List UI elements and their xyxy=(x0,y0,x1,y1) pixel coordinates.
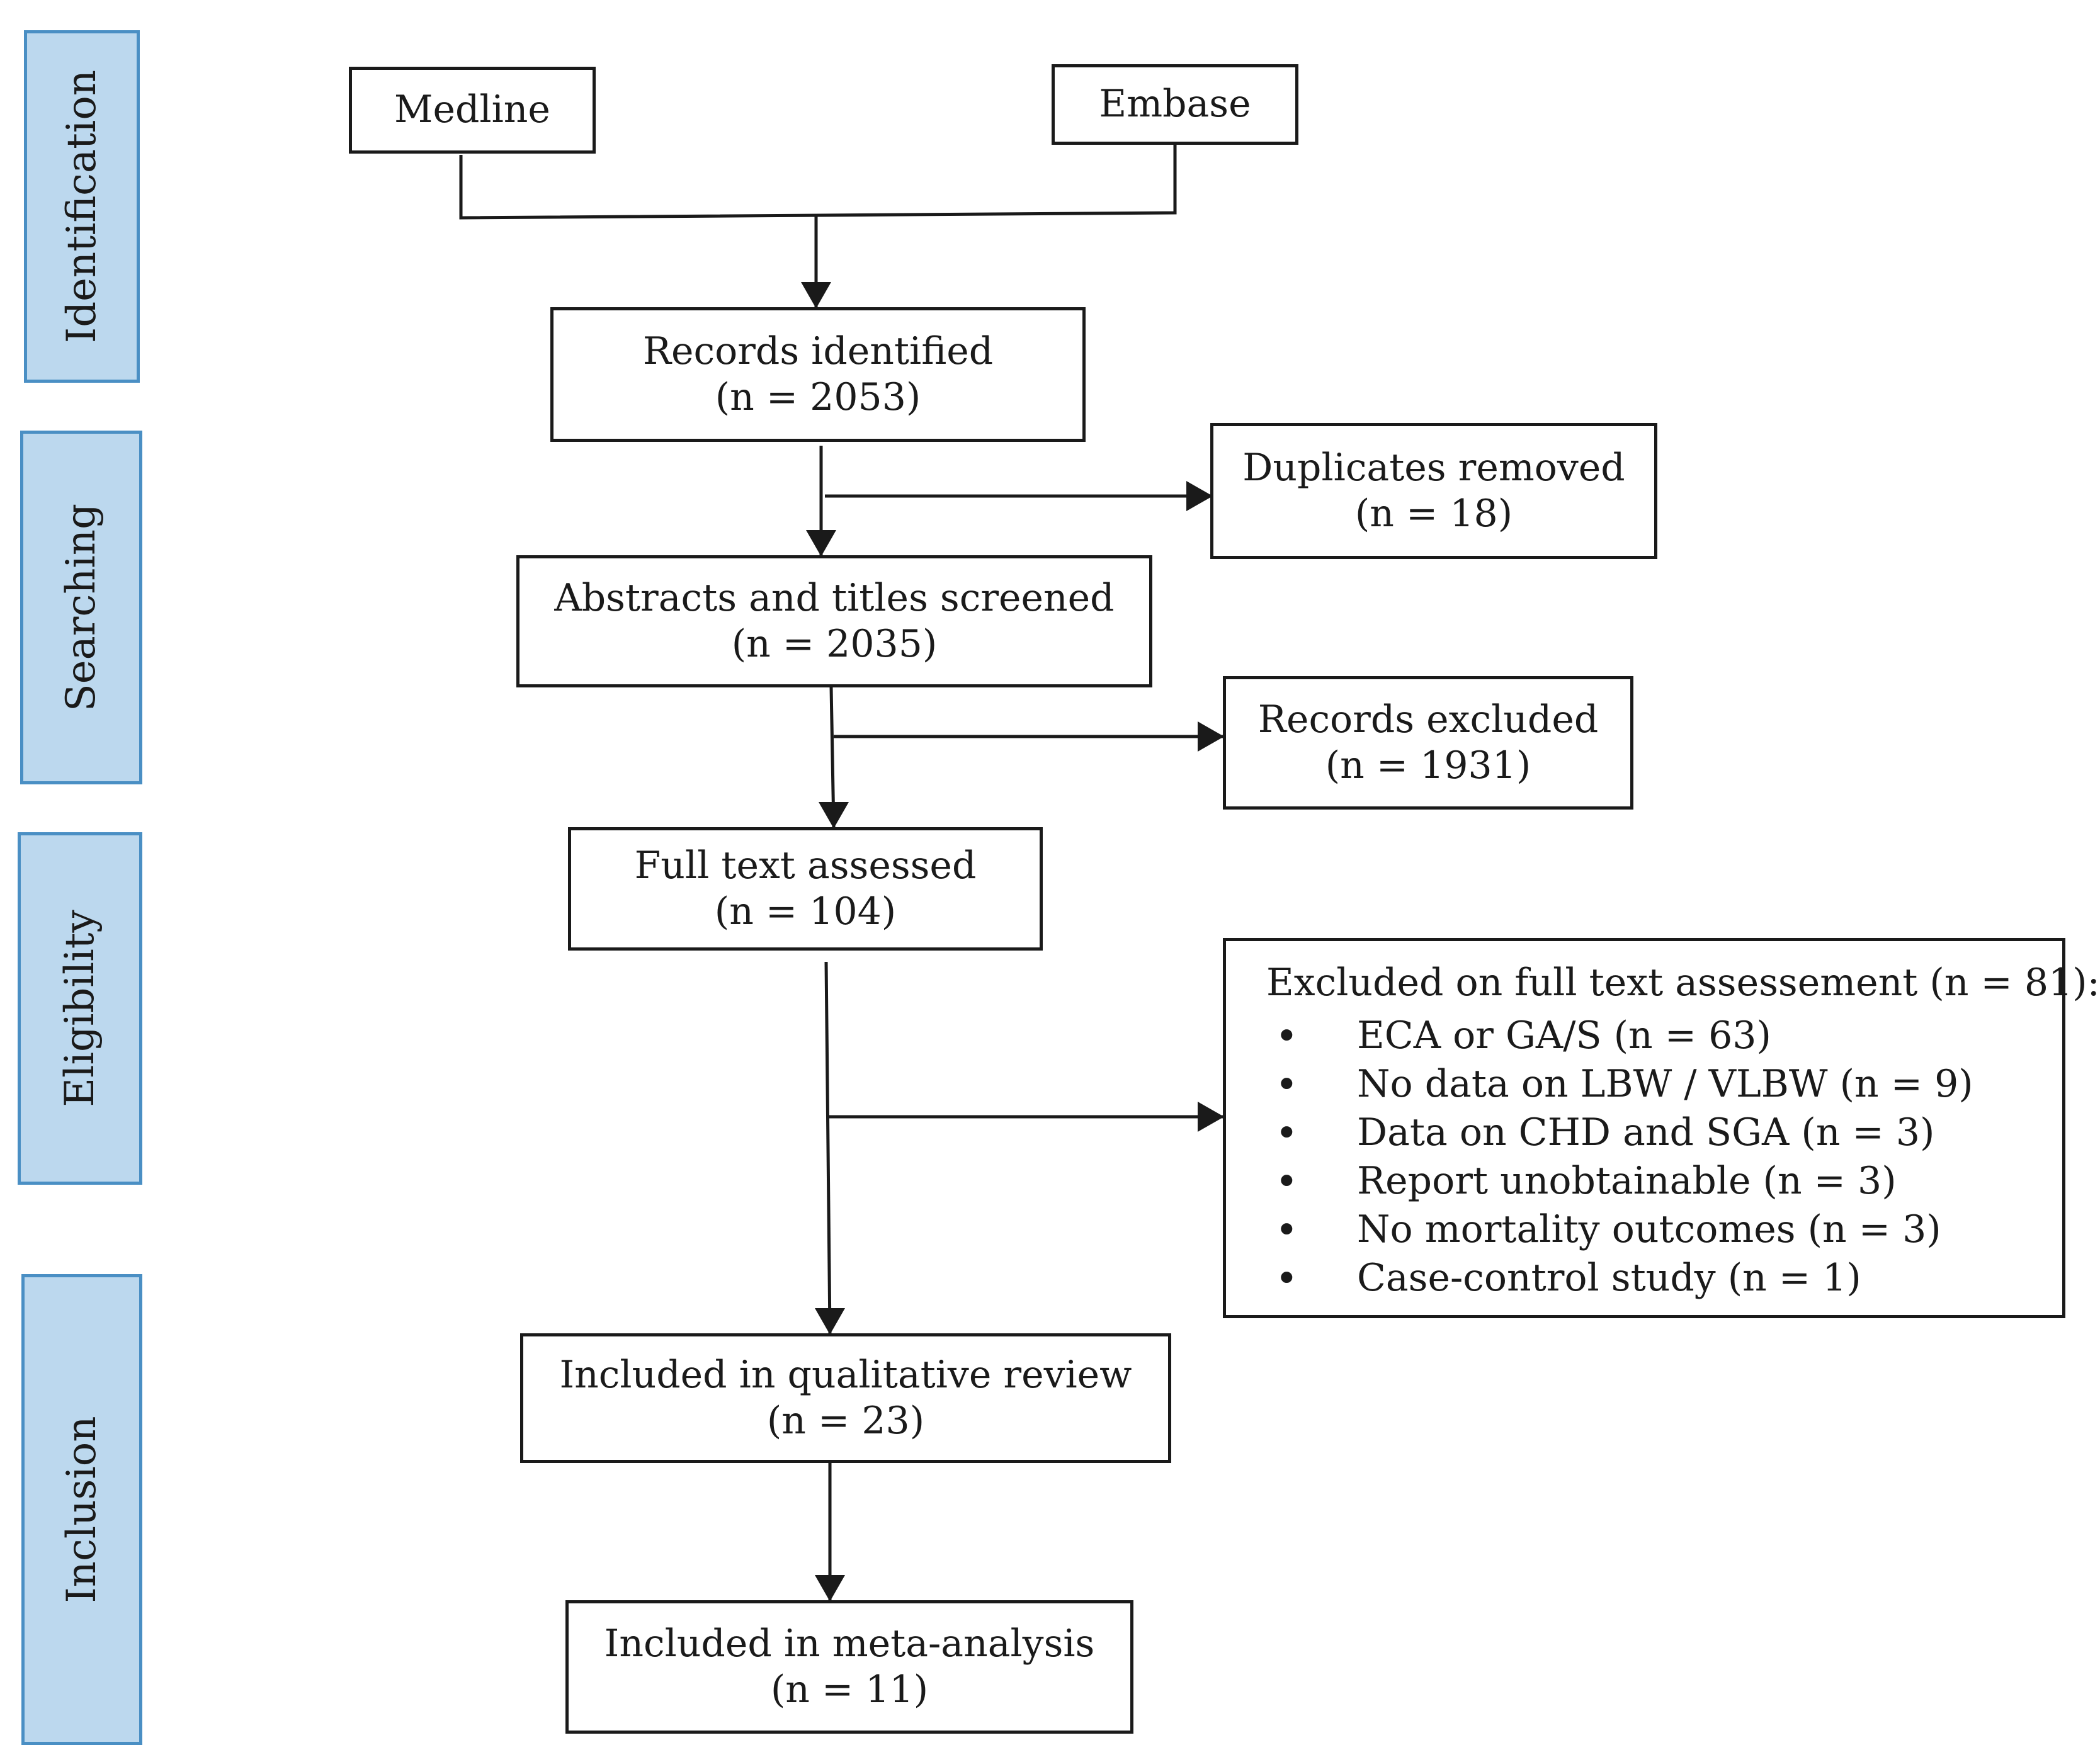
phase-searching: Searching xyxy=(20,431,142,784)
phase-eligibility-label: Eligibility xyxy=(57,910,103,1107)
full-text-assessed-label: Full text assessed xyxy=(634,843,977,888)
meta-analysis-count: (n = 11) xyxy=(770,1668,929,1712)
meta-analysis-label: Included in meta-analysis xyxy=(604,1621,1095,1666)
arrow-to-qualitative-review xyxy=(824,961,832,1334)
arrowhead-meta-analysis xyxy=(815,1575,845,1601)
records-excluded-label: Records excluded xyxy=(1257,697,1599,742)
abstracts-screened-label: Abstracts and titles screened xyxy=(554,575,1115,620)
exclusion-reason-item: Data on CHD and SGA (n = 3) xyxy=(1266,1109,1973,1157)
full-text-exclusions-title: Excluded on full text assessement (n = 8… xyxy=(1266,961,2100,1005)
phase-inclusion: Inclusion xyxy=(21,1274,142,1745)
arrowhead-records-identified xyxy=(801,282,831,308)
source-embase-label: Embase xyxy=(1099,82,1251,127)
abstracts-screened-count: (n = 2035) xyxy=(731,622,938,666)
records-identified-count: (n = 2053) xyxy=(715,375,921,419)
abstracts-screened-box: Abstracts and titles screened (n = 2035) xyxy=(516,555,1152,687)
source-embase-box: Embase xyxy=(1052,64,1298,145)
qualitative-review-label: Included in qualitative review xyxy=(559,1352,1132,1397)
records-excluded-count: (n = 1931) xyxy=(1325,743,1531,788)
exclusion-reasons-list: ECA or GA/S (n = 63) No data on LBW / VL… xyxy=(1266,1012,1973,1302)
arrowhead-duplicates-removed xyxy=(1186,481,1213,511)
arrowhead-full-text-exclusions xyxy=(1198,1102,1224,1132)
meta-analysis-box: Included in meta-analysis (n = 11) xyxy=(565,1600,1133,1734)
source-medline-label: Medline xyxy=(394,88,550,132)
records-excluded-box: Records excluded (n = 1931) xyxy=(1223,676,1633,810)
duplicates-removed-box: Duplicates removed (n = 18) xyxy=(1210,423,1657,559)
medline-merge-line xyxy=(459,144,1177,220)
full-text-assessed-count: (n = 104) xyxy=(714,889,897,934)
phase-eligibility: Eligibility xyxy=(18,832,142,1185)
duplicates-removed-count: (n = 18) xyxy=(1354,492,1513,536)
exclusion-reason-item: No data on LBW / VLBW (n = 9) xyxy=(1266,1060,1973,1109)
source-medline-box: Medline xyxy=(349,67,596,154)
exclusion-reason-item: Report unobtainable (n = 3) xyxy=(1266,1157,1973,1206)
phase-searching-label: Searching xyxy=(58,503,105,712)
qualitative-review-count: (n = 23) xyxy=(766,1399,925,1443)
records-identified-box: Records identified (n = 2053) xyxy=(550,307,1086,442)
records-identified-label: Records identified xyxy=(642,329,994,373)
phase-identification: Identification xyxy=(24,30,140,383)
phase-inclusion-label: Inclusion xyxy=(59,1416,105,1603)
exclusion-reason-item: No mortality outcomes (n = 3) xyxy=(1266,1206,1973,1254)
full-text-assessed-box: Full text assessed (n = 104) xyxy=(568,827,1043,951)
qualitative-review-box: Included in qualitative review (n = 23) xyxy=(520,1333,1171,1463)
arrowhead-qualitative-review xyxy=(815,1308,845,1335)
exclusion-reason-item: ECA or GA/S (n = 63) xyxy=(1266,1012,1973,1060)
arrowhead-full-text-assessed xyxy=(819,802,849,828)
phase-identification-label: Identification xyxy=(59,69,105,344)
duplicates-removed-label: Duplicates removed xyxy=(1242,445,1625,490)
arrowhead-abstracts-screened xyxy=(806,530,836,556)
arrowhead-records-excluded xyxy=(1198,721,1224,752)
exclusion-reason-item: Case-control study (n = 1) xyxy=(1266,1254,1973,1302)
full-text-exclusions-box: Excluded on full text assessement (n = 8… xyxy=(1223,938,2100,1318)
